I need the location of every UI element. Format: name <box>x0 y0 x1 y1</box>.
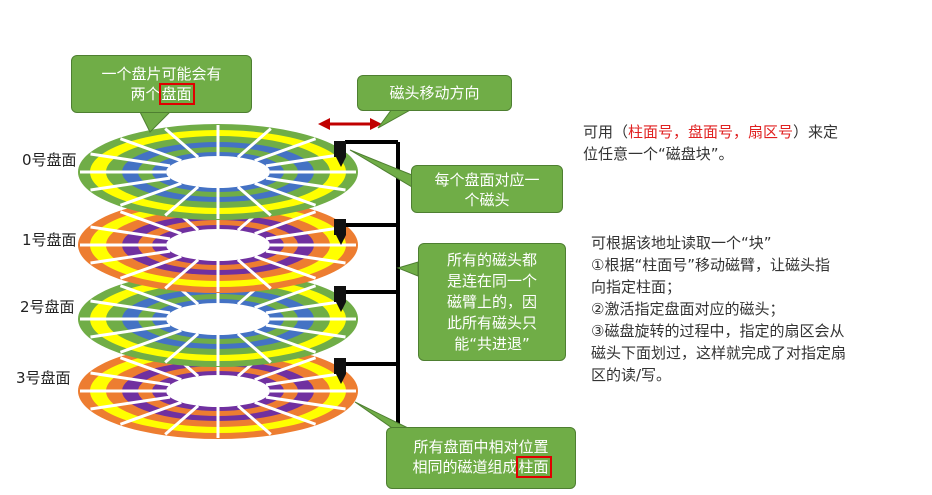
sector-divider <box>236 404 272 436</box>
callout-cylinder-line2: 相同的磁道组成柱面 <box>387 456 575 478</box>
callout-shared-line: 此所有磁头只 <box>446 314 537 332</box>
sector-divider <box>265 152 346 168</box>
head-3 <box>334 358 346 384</box>
sector-divider <box>90 395 171 411</box>
platter <box>78 124 358 220</box>
sector-divider <box>119 400 182 426</box>
sector-divider <box>164 332 200 364</box>
sector-divider <box>254 400 317 426</box>
sector-divider <box>90 371 171 387</box>
sector-divider <box>90 152 171 168</box>
read-procedure-title: 可根据该地址读取一个“块” <box>591 234 772 252</box>
read-step-line: ①根据“柱面号”移动磁臂，让磁头指 <box>591 256 830 274</box>
callout-two-surfaces-line1: 一个盘片可能会有 <box>101 65 222 83</box>
sector-divider <box>265 371 346 387</box>
sector-divider <box>254 356 317 382</box>
sector-divider <box>90 299 171 315</box>
sector-divider <box>254 284 317 310</box>
address-triple: 柱面号，盘面号，扇区号 <box>628 123 794 141</box>
platter-label-0: 0号盘面 <box>22 151 77 169</box>
callout-shared-arm: 所有的磁头都 是连在同一个 磁臂上的，因 此所有磁头只 能“共进退” <box>418 243 566 361</box>
movement-arrow <box>318 118 382 130</box>
callout-head-line1: 每个盘面对应一 <box>434 171 540 189</box>
callout-shared-line: 能“共进退” <box>454 335 530 353</box>
callout-head-per-surface: 每个盘面对应一 个磁头 <box>411 165 563 213</box>
sector-divider <box>236 127 272 159</box>
sector-divider <box>119 137 182 163</box>
sector-divider <box>119 356 182 382</box>
spindle-hole <box>166 303 270 335</box>
address-note: 可用（柱面号，盘面号，扇区号）来定 位任意一个“磁盘块”。 <box>583 121 903 165</box>
callout-arm-direction: 磁头移动方向 <box>357 75 512 111</box>
address-note-suffix: ）来定 <box>793 123 839 141</box>
platter-label-2: 2号盘面 <box>20 298 75 316</box>
read-write-heads <box>334 141 346 384</box>
callout-pointers <box>139 108 419 429</box>
sector-divider <box>265 323 346 339</box>
read-step-line: 磁头下面划过，这样就完成了对指定扇 <box>591 344 847 362</box>
callout-cylinder-line1: 所有盘面中相对位置 <box>413 438 549 456</box>
sector-divider <box>265 299 346 315</box>
address-note-prefix: 可用（ <box>583 123 629 141</box>
callout-head-line2: 个磁头 <box>464 191 510 209</box>
sector-divider <box>236 332 272 364</box>
sector-divider <box>265 249 346 265</box>
read-step-line: ③磁盘旋转的过程中，指定的扇区会从 <box>591 322 845 340</box>
actuator-arm <box>345 140 400 430</box>
callout-cylinder-prefix: 相同的磁道组成 <box>412 458 518 476</box>
sector-divider <box>90 225 171 241</box>
head-1 <box>334 219 346 245</box>
spindle-hole <box>166 375 270 407</box>
callout-shared-line: 所有的磁头都 <box>446 251 537 269</box>
sector-divider <box>119 328 182 354</box>
sector-divider <box>119 210 182 236</box>
highlight-cylinder-term: 柱面 <box>515 456 552 478</box>
sector-divider <box>254 254 317 280</box>
callout-shared-line: 磁臂上的，因 <box>446 293 537 311</box>
spindle-hole <box>166 229 270 261</box>
callout-two-surfaces-prefix: 两个 <box>130 85 161 103</box>
callout-two-surfaces-line2: 两个盘面 <box>72 83 251 105</box>
platter-label-3: 3号盘面 <box>16 369 71 387</box>
address-note-line2: 位任意一个“磁盘块”。 <box>583 145 734 163</box>
callout-cylinder: 所有盘面中相对位置 相同的磁道组成柱面 <box>386 427 576 489</box>
read-step-line: ②激活指定盘面对应的磁头； <box>591 300 785 318</box>
platter-label-1: 1号盘面 <box>22 231 77 249</box>
sector-divider <box>265 395 346 411</box>
sector-divider <box>164 185 200 217</box>
head-2 <box>334 286 346 312</box>
sector-divider <box>254 210 317 236</box>
sector-divider <box>90 176 171 192</box>
platter-stack <box>78 124 358 439</box>
head-0 <box>334 141 346 167</box>
read-procedure: 可根据该地址读取一个“块” ①根据“柱面号”移动磁臂，让磁头指 向指定柱面； ②… <box>591 232 921 386</box>
sector-divider <box>164 258 200 290</box>
sector-divider <box>254 137 317 163</box>
sector-divider <box>119 284 182 310</box>
spindle-hole <box>166 156 270 188</box>
sector-divider <box>265 176 346 192</box>
sector-divider <box>119 181 182 207</box>
callout-shared-line: 是连在同一个 <box>446 272 537 290</box>
sector-divider <box>254 328 317 354</box>
read-step-line: 区的读/写。 <box>591 366 672 384</box>
sector-divider <box>164 127 200 159</box>
platter <box>78 197 358 293</box>
sector-divider <box>90 249 171 265</box>
address-note-line1: 可用（柱面号，盘面号，扇区号）来定 <box>583 121 903 143</box>
highlight-surface-term: 盘面 <box>158 83 195 105</box>
sector-divider <box>90 323 171 339</box>
sector-divider <box>119 254 182 280</box>
sector-divider <box>236 258 272 290</box>
sector-divider <box>265 225 346 241</box>
sector-divider <box>164 404 200 436</box>
sector-divider <box>254 181 317 207</box>
sector-divider <box>236 185 272 217</box>
platter <box>78 271 358 367</box>
read-step-line: 向指定柱面； <box>591 278 682 296</box>
callout-two-surfaces: 一个盘片可能会有 两个盘面 <box>71 55 252 113</box>
